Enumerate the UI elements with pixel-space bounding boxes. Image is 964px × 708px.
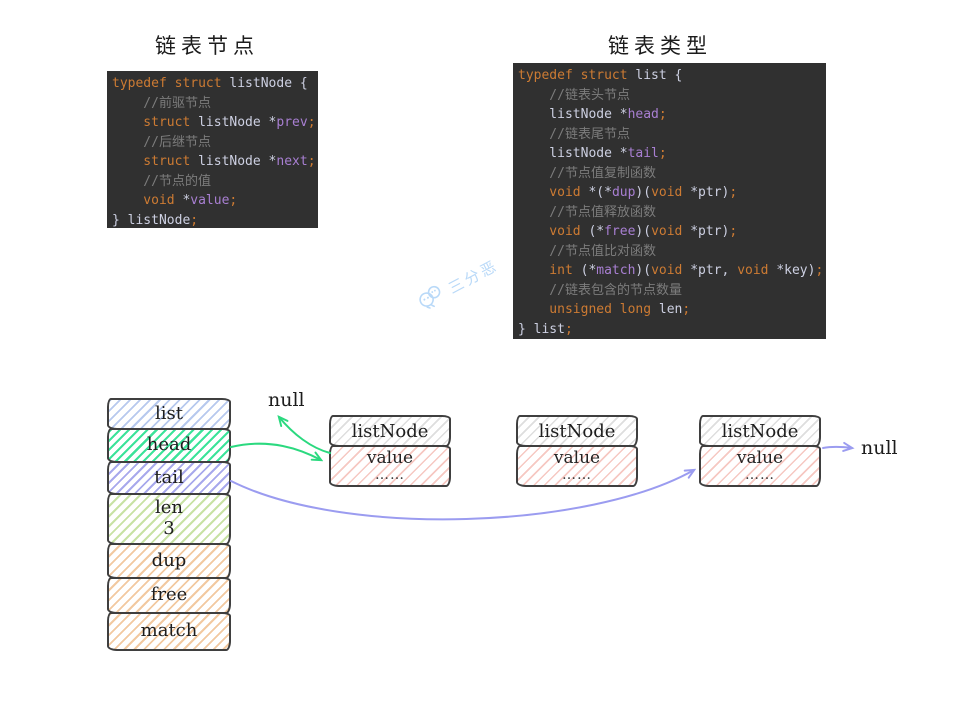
len-value: 3 <box>163 518 175 539</box>
head-pointer-arrow <box>230 442 321 460</box>
list-struct-row-head: head <box>107 428 231 463</box>
row-label: list <box>155 402 183 424</box>
next-null-arrow <box>822 447 852 448</box>
row-label: dup <box>151 549 187 571</box>
null-label-prev: null <box>268 389 305 411</box>
listnode-value-cell: value …… <box>329 445 451 487</box>
listnode-box-3: listNode value …… <box>699 415 821 487</box>
row-label: free <box>150 584 188 606</box>
list-struct-row-dup: dup <box>107 543 231 579</box>
null-label-next: null <box>861 437 898 459</box>
row-label: head <box>146 434 192 456</box>
code-block-list-struct: typedef struct list { //链表头节点 listNode *… <box>513 63 826 339</box>
value-label: value <box>366 447 414 468</box>
list-struct-row-match: match <box>107 612 231 651</box>
watermark-text: 三分恶 <box>445 255 502 298</box>
list-struct-row-list: list <box>107 398 231 430</box>
value-label: value <box>553 447 601 468</box>
code-block-listnode-struct: typedef struct listNode { //前驱节点 struct … <box>107 71 318 228</box>
section-title-listnode: 链表节点 <box>155 34 259 58</box>
listnode-value-cell: value …… <box>699 445 821 487</box>
row-label: match <box>140 620 198 642</box>
row-label: len <box>154 497 183 519</box>
listnode-title: listNode <box>516 415 638 447</box>
list-struct-row-len: len 3 <box>107 493 231 545</box>
row-label: tail <box>154 466 184 488</box>
ellipsis: …… <box>375 466 405 483</box>
list-struct-box: list head tail len 3 dup free match <box>107 398 231 651</box>
listnode-box-2: listNode value …… <box>516 415 638 487</box>
listnode-value-cell: value …… <box>516 445 638 487</box>
chat-bubbles-doodle-icon <box>413 278 453 317</box>
list-struct-row-free: free <box>107 577 231 614</box>
listnode-box-1: listNode value …… <box>329 415 451 487</box>
list-struct-row-tail: tail <box>107 461 231 495</box>
watermark: 三分恶 <box>413 251 504 317</box>
section-title-list: 链表类型 <box>608 34 712 58</box>
ellipsis: …… <box>562 466 592 483</box>
prev-null-arrow <box>279 417 331 454</box>
listnode-title: listNode <box>699 415 821 447</box>
value-label: value <box>736 447 784 468</box>
ellipsis: …… <box>745 466 775 483</box>
listnode-title: listNode <box>329 415 451 447</box>
